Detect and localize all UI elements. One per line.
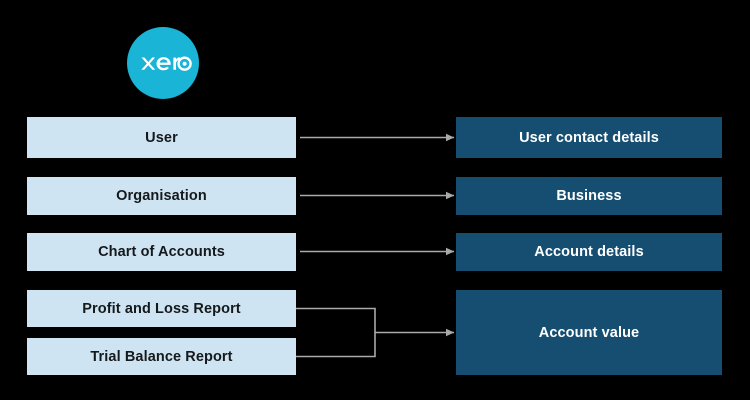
target-box-account-details[interactable]: Account details — [456, 233, 722, 271]
source-box-label: Profit and Loss Report — [82, 300, 241, 317]
source-box-trial-balance-report[interactable]: Trial Balance Report — [27, 338, 296, 375]
target-box-label: Account value — [538, 324, 640, 341]
target-box-user-contact-details[interactable]: User contact details — [456, 117, 722, 158]
target-box-business[interactable]: Business — [456, 177, 722, 215]
source-box-profit-and-loss-report[interactable]: Profit and Loss Report — [27, 290, 296, 327]
target-box-label: Business — [556, 188, 622, 204]
source-box-label: Trial Balance Report — [90, 348, 233, 365]
bracket-reports — [296, 307, 376, 358]
target-box-account-value[interactable]: Account value — [456, 290, 722, 375]
target-box-label: Account details — [534, 244, 644, 260]
source-box-chart-of-accounts[interactable]: Chart of Accounts — [27, 233, 296, 271]
source-box-organisation[interactable]: Organisation — [27, 177, 296, 215]
source-box-user[interactable]: User — [27, 117, 296, 158]
source-box-label: Organisation — [116, 188, 207, 204]
xero-logo — [127, 27, 199, 99]
source-box-label: User — [145, 129, 178, 146]
source-box-label: Chart of Accounts — [98, 244, 225, 260]
xero-wordmark-icon — [141, 56, 192, 71]
target-box-label: User contact details — [519, 129, 659, 146]
